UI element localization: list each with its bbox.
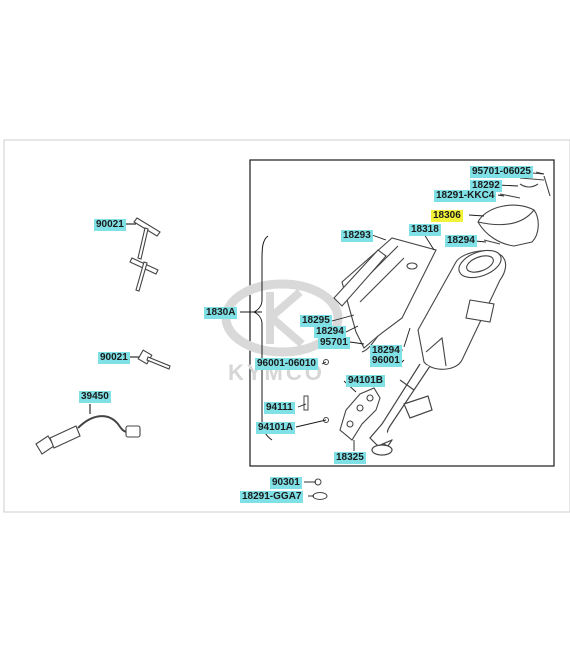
part-label-96001[interactable]: 96001 xyxy=(370,355,402,367)
gasket-18325 xyxy=(339,387,381,441)
part-label-95701[interactable]: 95701 xyxy=(318,337,350,349)
part-label-95701-06025[interactable]: 95701-06025 xyxy=(470,166,533,178)
shield-bracket-18293 xyxy=(333,249,387,307)
outer-frame xyxy=(3,139,570,513)
part-label-18318[interactable]: 18318 xyxy=(409,224,441,236)
part-label-18291-GGA7[interactable]: 18291-GGA7 xyxy=(240,491,304,503)
part-label-90021-lower[interactable]: 90021 xyxy=(98,352,130,364)
exhaust-pipe xyxy=(369,363,433,456)
part-label-18292[interactable]: 18292 xyxy=(470,180,502,192)
part-label-18291-KKC4[interactable]: 18291-KKC4 xyxy=(434,190,497,202)
part-label-94111[interactable]: 94111 xyxy=(264,402,295,414)
part-label-18295[interactable]: 18295 xyxy=(300,315,332,327)
part-label-1830A[interactable]: 1830A xyxy=(204,307,238,319)
part-label-18325[interactable]: 18325 xyxy=(334,452,366,464)
part-label-94101B[interactable]: 94101B xyxy=(346,375,386,387)
bolt-90021-lower xyxy=(128,349,171,370)
part-label-96001-06010[interactable]: 96001-06010 xyxy=(255,358,318,370)
part-label-18306[interactable]: 18306 xyxy=(431,210,463,222)
end-cap-18306 xyxy=(477,204,539,247)
part-label-94101A[interactable]: 94101A xyxy=(256,422,296,434)
muffler-body xyxy=(417,249,507,370)
part-label-90021-upper[interactable]: 90021 xyxy=(94,219,126,231)
part-label-18294-mid[interactable]: 18294 xyxy=(314,326,346,338)
o2-sensor-39450 xyxy=(35,404,141,455)
part-label-18294-top[interactable]: 18294 xyxy=(445,235,477,247)
bolt-90021-upper xyxy=(124,217,161,292)
part-label-90301[interactable]: 90301 xyxy=(270,477,302,489)
assembly-box xyxy=(249,159,555,467)
part-label-18294-right[interactable]: 18294 xyxy=(370,345,402,357)
part-label-18293[interactable]: 18293 xyxy=(341,230,373,242)
part-label-39450[interactable]: 39450 xyxy=(79,391,111,403)
